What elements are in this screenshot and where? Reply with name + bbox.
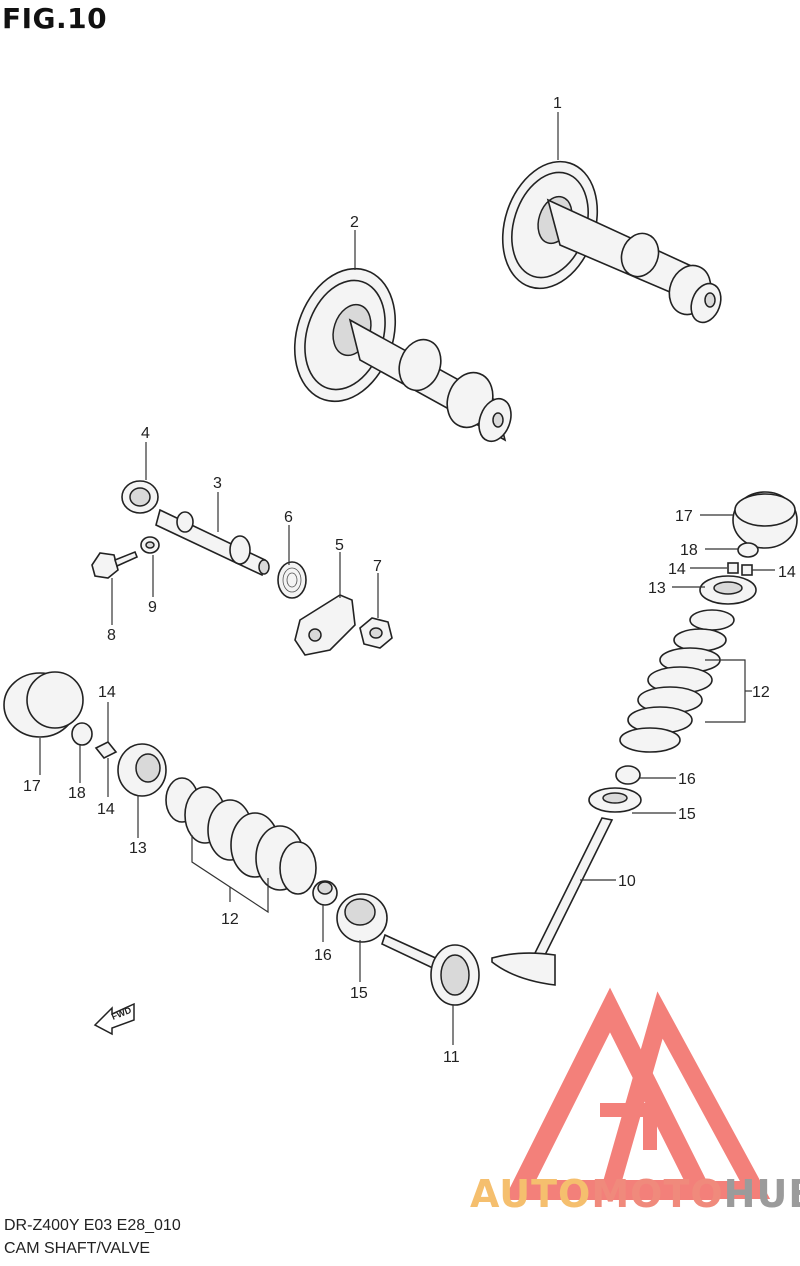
leader-lines xyxy=(39,112,775,1045)
callout-16-left: 16 xyxy=(314,947,332,964)
callout-1: 1 xyxy=(553,95,562,112)
callout-17-left: 17 xyxy=(23,778,41,795)
callout-15-right: 15 xyxy=(678,806,696,823)
spring-6 xyxy=(277,561,307,599)
callout-17-right: 17 xyxy=(675,508,693,525)
retainer-13-right xyxy=(699,575,757,605)
cotter-14-left xyxy=(94,740,118,760)
model-code: DR-Z400Y E03 E28_010 xyxy=(4,1217,181,1234)
callout-8: 8 xyxy=(107,627,116,644)
tappet-17-right xyxy=(732,491,798,549)
callout-12-left: 12 xyxy=(221,911,239,928)
tappet-17-left xyxy=(3,671,84,738)
callout-4: 4 xyxy=(141,425,150,442)
seal-16-right xyxy=(615,765,641,785)
shim-18-left xyxy=(71,722,93,746)
callout-15-left: 15 xyxy=(350,985,368,1002)
callout-11: 11 xyxy=(443,1049,460,1066)
figure-title: FIG.10 xyxy=(2,2,108,35)
callout-7: 7 xyxy=(373,558,382,575)
camshaft-1 xyxy=(501,160,722,324)
callout-18-left: 18 xyxy=(68,785,86,802)
callout-labels: 1 2 3 4 5 6 7 8 9 10 11 12 12 13 13 14 1… xyxy=(23,95,796,1066)
seat-15-right xyxy=(588,787,642,813)
callout-2: 2 xyxy=(350,214,359,231)
callout-14-left-bottom: 14 xyxy=(97,801,115,818)
seat-15-left xyxy=(336,893,388,943)
valve-10 xyxy=(491,817,614,986)
decomp-shaft-3 xyxy=(155,508,270,577)
valve-11 xyxy=(381,933,480,1006)
watermark-logo xyxy=(503,987,771,1200)
bolt-8 xyxy=(91,550,139,579)
shim-18-right xyxy=(737,542,759,558)
callout-18-right: 18 xyxy=(680,542,698,559)
springs-12-left xyxy=(165,777,317,895)
brand-part-3: HUB xyxy=(723,1172,800,1216)
camshaft-2 xyxy=(293,267,512,443)
decomp-lever-5 xyxy=(294,594,356,656)
callout-14-left-top: 14 xyxy=(98,684,116,701)
springs-12-right xyxy=(619,609,735,753)
bearing-4 xyxy=(121,480,159,514)
nut-7 xyxy=(359,617,393,649)
callout-14-right-right: 14 xyxy=(778,564,796,581)
washer-9 xyxy=(140,536,160,554)
seal-16-left xyxy=(312,880,338,906)
callout-9: 9 xyxy=(148,599,157,616)
brand-part-1: AUTO xyxy=(470,1172,592,1216)
callout-5: 5 xyxy=(335,537,344,554)
brand-part-2: MOTO xyxy=(591,1172,724,1216)
callout-10: 10 xyxy=(618,873,636,890)
callout-3: 3 xyxy=(213,475,222,492)
diagram-subtitle: CAM SHAFT/VALVE xyxy=(4,1240,151,1257)
brand-logo-text: AUTOMOTOHUB xyxy=(470,1172,800,1216)
fwd-arrow-icon: FWD xyxy=(93,1002,135,1036)
callout-6: 6 xyxy=(284,509,293,526)
callout-13-left: 13 xyxy=(129,840,147,857)
callout-12-right: 12 xyxy=(752,684,770,701)
callout-13-right: 13 xyxy=(648,580,666,597)
callout-16-right: 16 xyxy=(678,771,696,788)
callout-14-right-left: 14 xyxy=(668,561,686,578)
retainer-13-left xyxy=(117,743,167,797)
cotter-14-right xyxy=(727,562,753,576)
